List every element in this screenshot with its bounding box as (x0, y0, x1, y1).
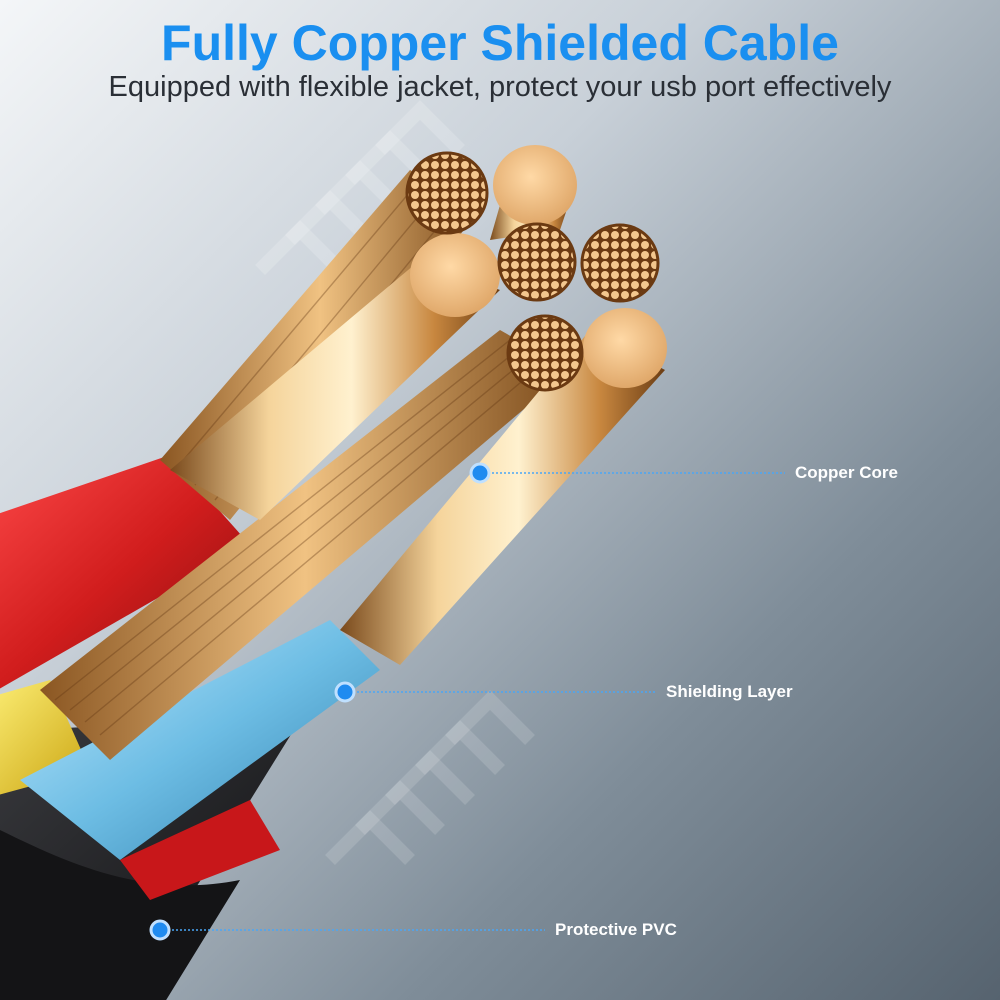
page-subtitle: Equipped with flexible jacket, protect y… (108, 71, 892, 103)
shielding-layer-dot (334, 681, 356, 703)
protective-pvc-label: Protective PVC (555, 920, 677, 939)
page-title: Fully Copper Shielded Cable (161, 15, 839, 71)
copper-core-dot (469, 462, 491, 484)
protective-pvc-dot (149, 919, 171, 941)
shielding-layer-label: Shielding Layer (666, 682, 793, 701)
copper-core-label: Copper Core (795, 463, 898, 482)
